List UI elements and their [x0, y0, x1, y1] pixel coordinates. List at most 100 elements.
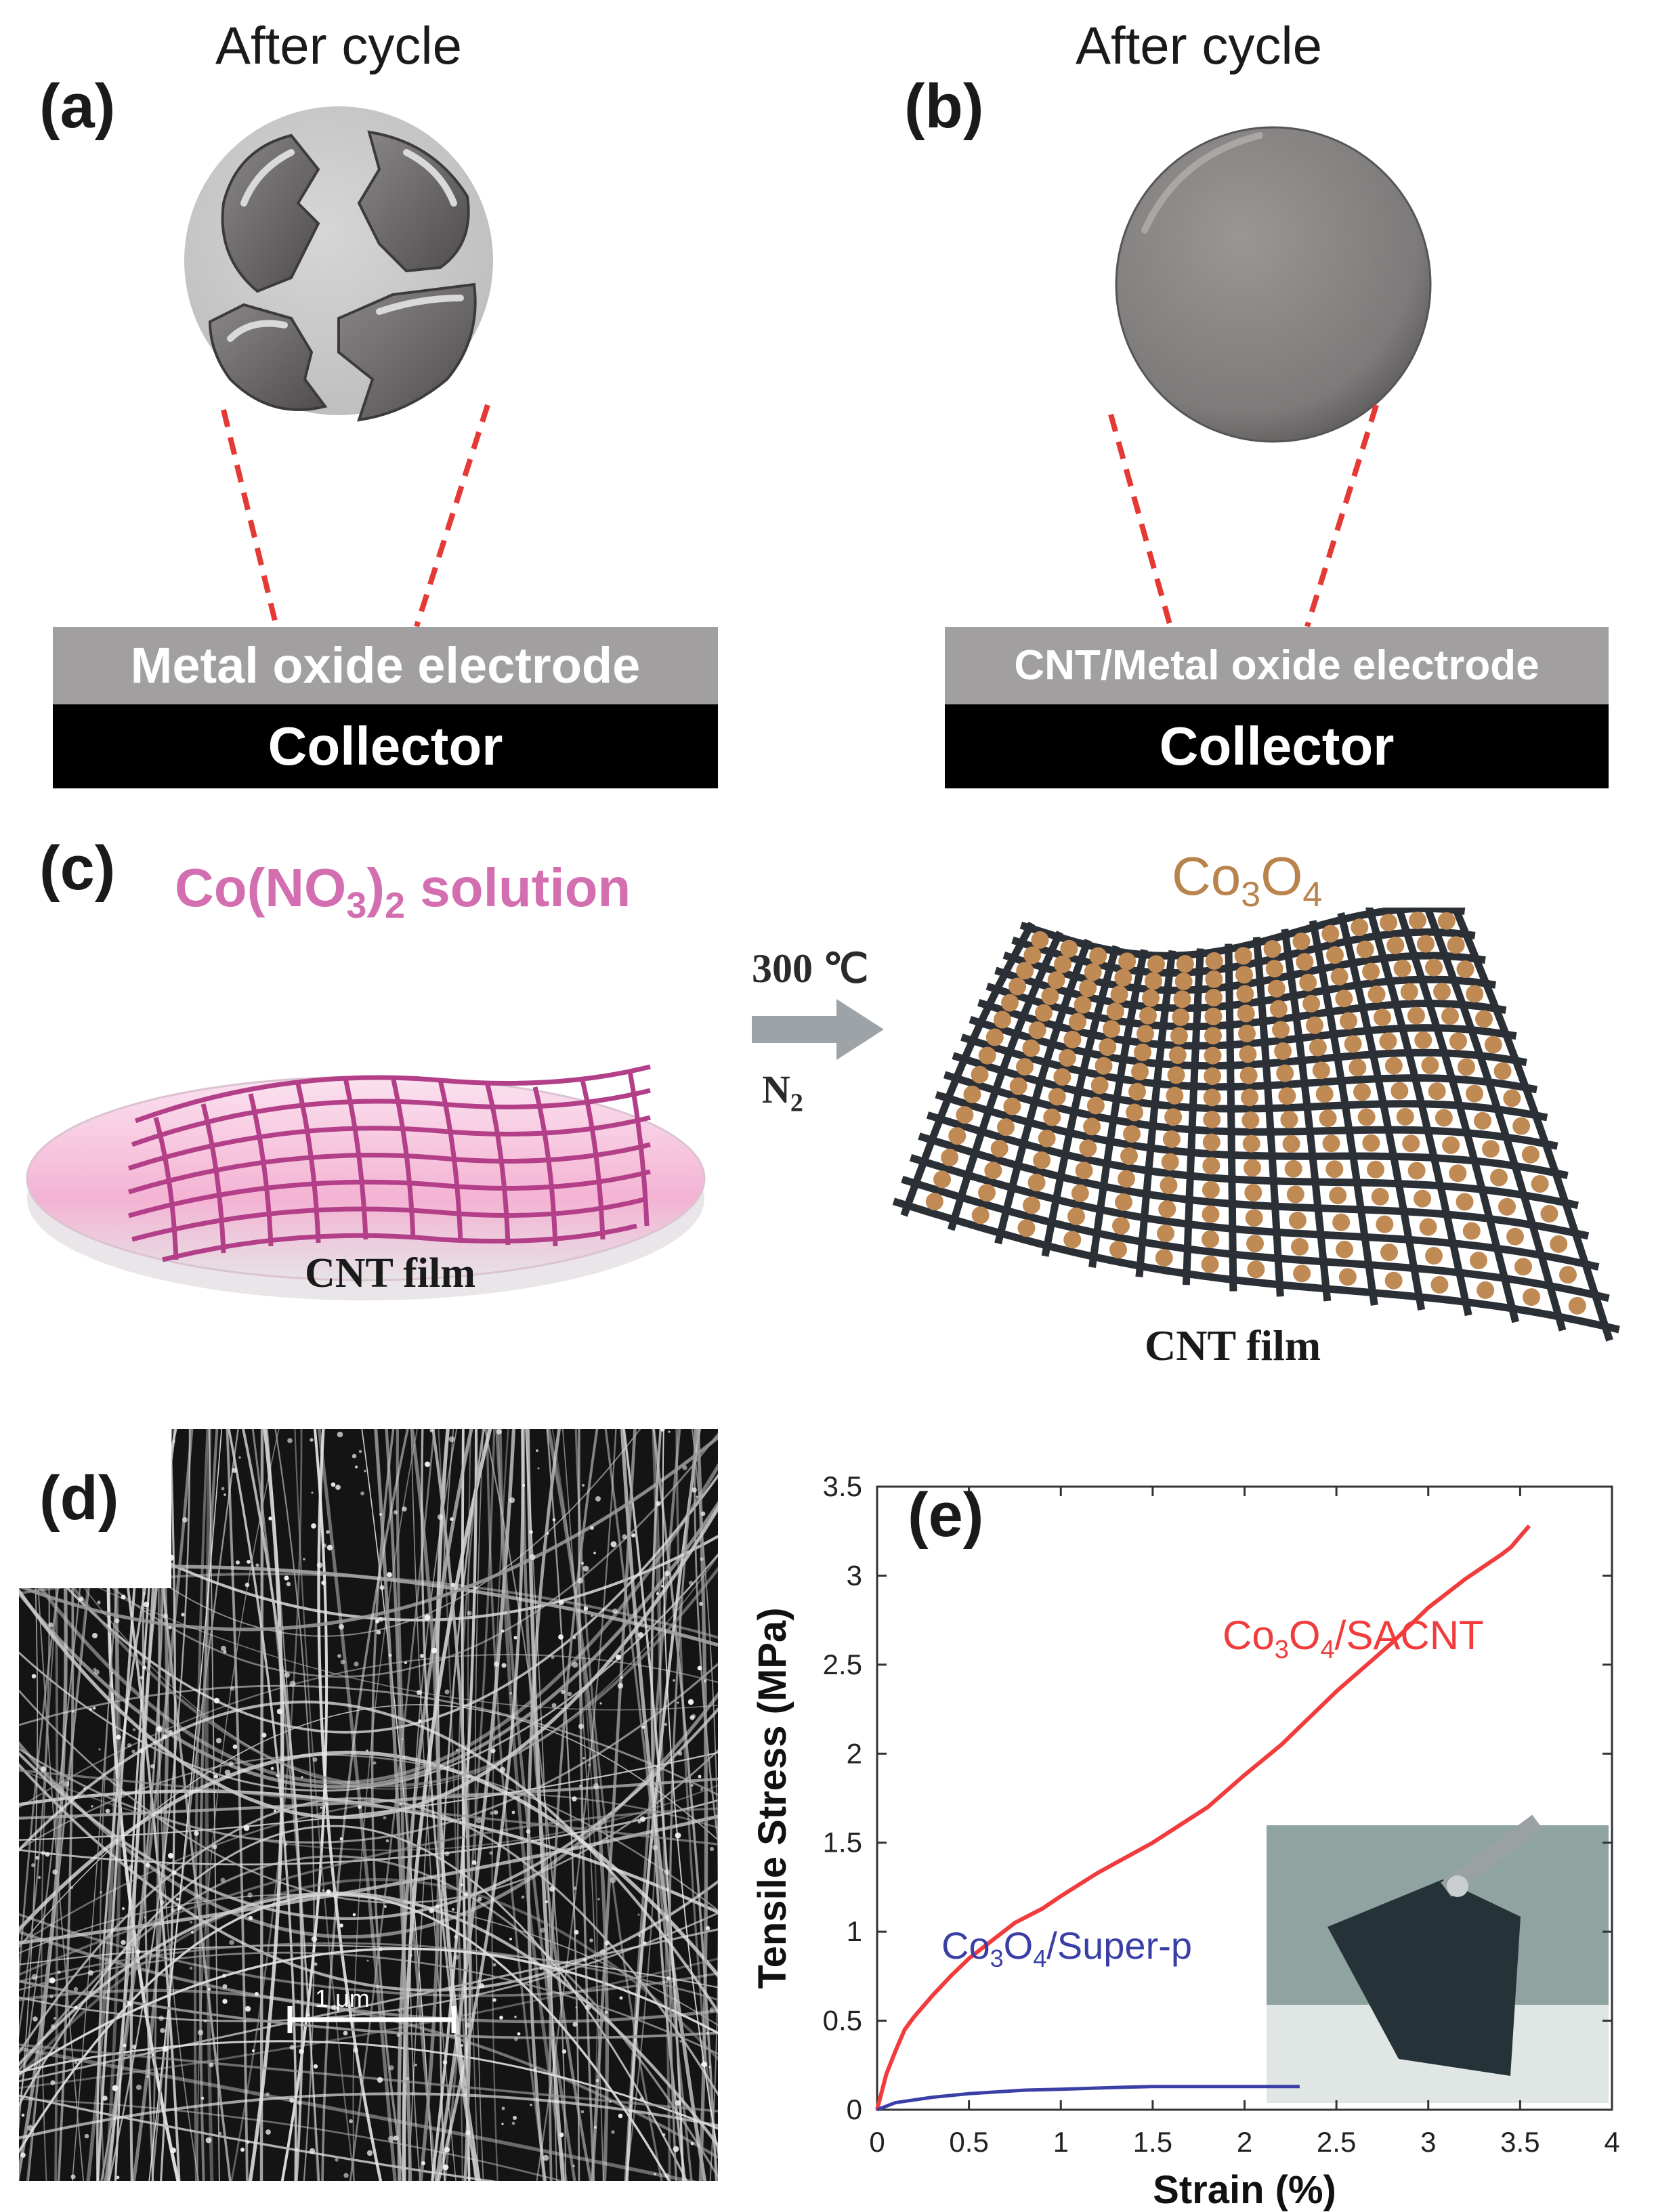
x-tick-label: 1.5 [1133, 2126, 1172, 2158]
particle-dot [224, 1493, 226, 1496]
co3o4-particle [1162, 1130, 1181, 1148]
particle-dot [37, 1875, 41, 1879]
particle-dot [276, 1708, 283, 1715]
co3o4-particle [1237, 1004, 1255, 1023]
particle-dot [465, 2130, 471, 2135]
particle-dot [190, 1921, 192, 1923]
particle-dot [513, 1636, 517, 1640]
particle-dot [41, 1850, 46, 1856]
particle-dot [232, 1744, 238, 1749]
particle-dot [450, 1582, 456, 1588]
particle-dot [321, 1581, 325, 1585]
co3o4-particle [1239, 1045, 1257, 1063]
co3o4-particle [1319, 1109, 1337, 1128]
particle-dot [335, 1485, 341, 1490]
particle-dot [687, 1699, 694, 1705]
particle-dot [514, 2016, 517, 2018]
particle-dot [597, 1898, 600, 1900]
particle-dot [673, 1679, 675, 1682]
particle-dot [297, 2101, 301, 2105]
particle-dot [114, 1618, 120, 1623]
particle-dot [116, 1735, 121, 1740]
co3o4-particle [1274, 1042, 1292, 1061]
particle-dot [431, 1647, 438, 1654]
particle-dot [700, 1511, 706, 1516]
co3o4-particle [1031, 931, 1049, 949]
particle-dot [379, 1947, 383, 1951]
particle-dot [406, 2077, 410, 2081]
fibre [374, 1429, 412, 2181]
particle-dot [352, 1913, 356, 1917]
particle-dot [229, 1940, 234, 1945]
particle-dot [313, 2064, 318, 2069]
particle-dot [295, 2148, 299, 2152]
particle-dot [490, 1811, 494, 1815]
co3o4-particle [1089, 947, 1107, 965]
co3o4-particle [1123, 1125, 1141, 1143]
particle-dot [421, 2161, 425, 2165]
particle-dot [89, 1707, 93, 1711]
fibre [652, 1429, 671, 2181]
particle-dot [261, 1732, 267, 1738]
particle-dot [664, 1571, 670, 1576]
co3o4-p2: O [1260, 846, 1303, 906]
particle-dot [660, 1429, 665, 1432]
x-tick-label: 2 [1237, 2126, 1252, 2158]
panel-c-label: (c) [39, 834, 116, 903]
particle-dot [274, 1810, 276, 1812]
particle-dot [404, 1661, 407, 1664]
particle-dot [442, 2060, 448, 2065]
particle-dot [679, 2040, 682, 2043]
co3o4-particle [1338, 1268, 1357, 1286]
particle-dot [704, 1680, 706, 1682]
co3o4-particle [1023, 1196, 1040, 1214]
inset-film [1328, 1879, 1521, 2076]
particle-dot [119, 1858, 121, 1860]
particle-dot [700, 1787, 704, 1791]
co3o4-particle [1380, 1243, 1398, 1262]
particle-dot [675, 1832, 681, 1839]
co3o4-particle [948, 1127, 967, 1145]
co3o4-particle [1120, 1147, 1138, 1165]
particle-dot [243, 1825, 250, 1831]
co3o4-particle [1161, 1153, 1179, 1171]
particle-dot [31, 1674, 37, 1679]
x-tick-label: 3.5 [1500, 2126, 1540, 2158]
particle-dot [461, 1884, 463, 1886]
fibre [385, 1429, 406, 2181]
particle-dot [311, 1936, 318, 1942]
co3o4-particle [1409, 911, 1426, 929]
co3o4-particle [1060, 939, 1078, 958]
particle-dot [379, 1585, 385, 1590]
particle-dot [639, 2097, 643, 2101]
particle-dot [668, 1430, 671, 1433]
co3o4-particle [1115, 1193, 1132, 1211]
particle-dot [444, 2146, 450, 2153]
co3o4-particle [1407, 1162, 1426, 1180]
panel-d-label: (d) [39, 1464, 119, 1533]
particle-dot [331, 2005, 337, 2010]
particle-dot [637, 1913, 640, 1916]
particle-dot [461, 2044, 463, 2047]
particle-dot [429, 1908, 434, 1913]
co3o4-particle [1330, 967, 1349, 985]
particle-dot [575, 2006, 578, 2009]
particle-dot [160, 1900, 165, 1905]
particle-dot [509, 1692, 512, 1695]
particle-dot [70, 1886, 74, 1890]
particle-dot [415, 2064, 417, 2066]
panel-a-header: After cycle [215, 16, 463, 75]
co3o4-particle [984, 1162, 1002, 1180]
particle-dot [111, 1672, 114, 1674]
co3o4-particle [1069, 1013, 1086, 1031]
superp-s1: 3 [990, 1944, 1004, 1973]
particle-dot [511, 2121, 515, 2125]
co3o4-particle [1110, 985, 1128, 1004]
fibre [536, 1429, 617, 2181]
co3o4-particle [941, 1149, 959, 1167]
particle-dot [339, 1837, 343, 1841]
co3o4-decorated-cnt-film [892, 908, 1620, 1342]
co3o4-particle [1145, 972, 1162, 990]
co3o4-p1: Co [1172, 846, 1241, 906]
co3o4-particle [963, 1085, 981, 1103]
